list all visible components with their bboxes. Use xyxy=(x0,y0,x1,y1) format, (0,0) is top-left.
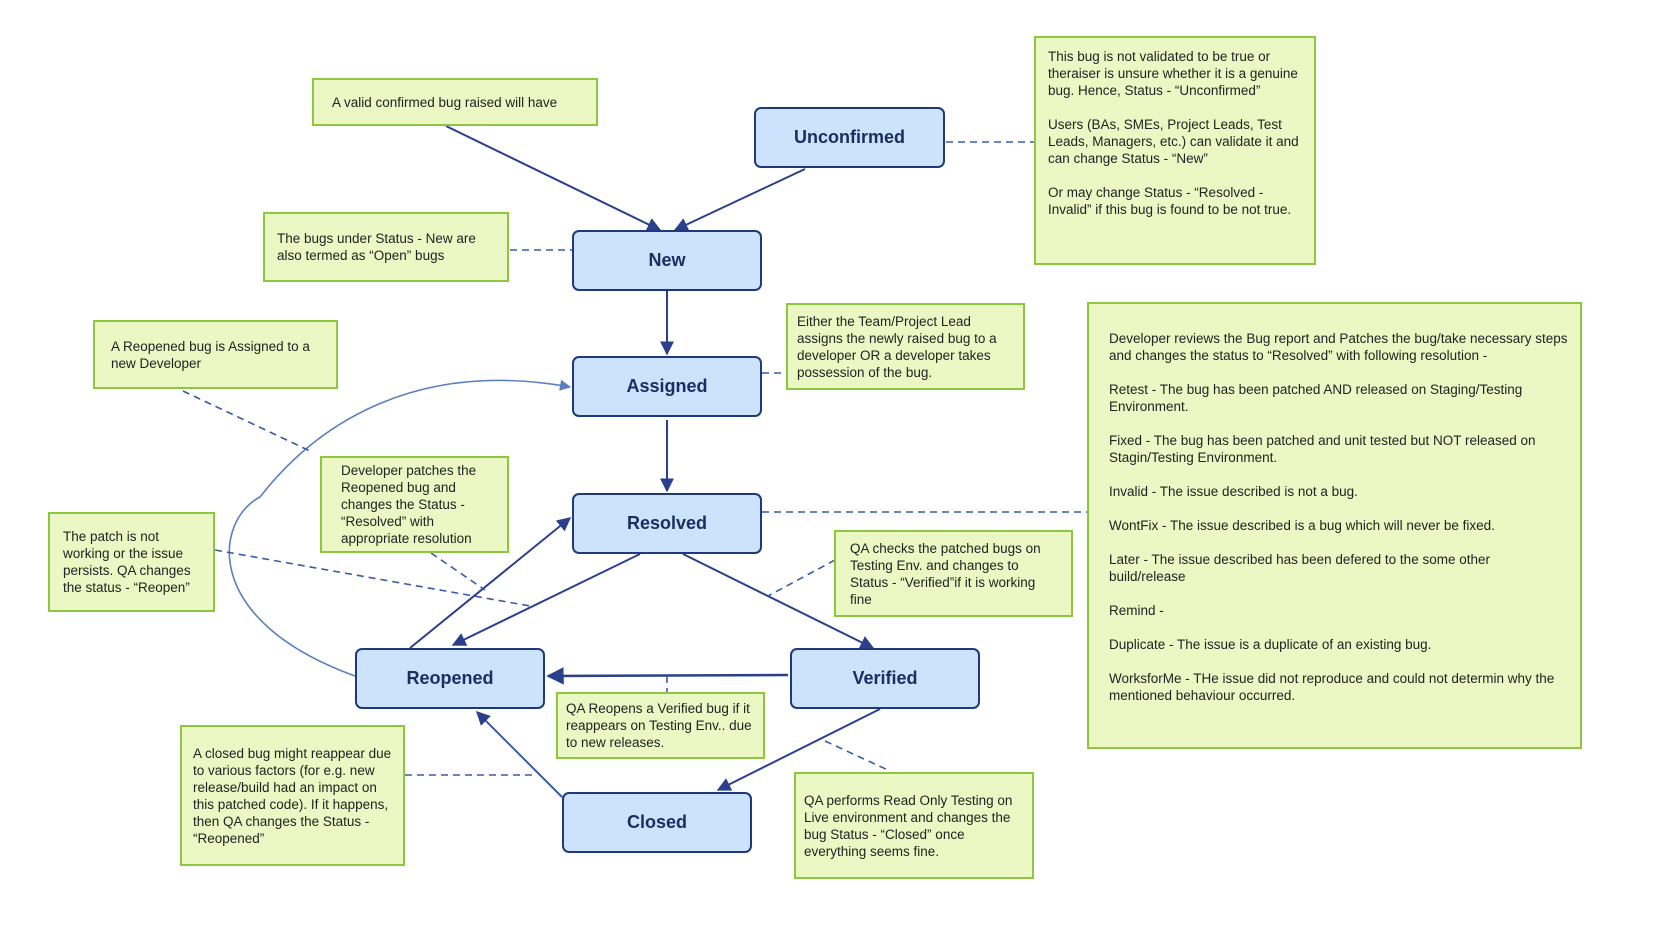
note-developer-patches: Developer patches the Reopened bug and c… xyxy=(320,456,509,553)
note-unconfirmed-p3: Or may change Status - “Resolved - Inval… xyxy=(1048,185,1292,217)
note-resolution-later: Later - The issue described has been def… xyxy=(1109,552,1490,584)
note-resolution-intro: Developer reviews the Bug report and Pat… xyxy=(1109,331,1568,363)
note-new-open-text: The bugs under Status - New are also ter… xyxy=(277,231,476,263)
state-resolved: Resolved xyxy=(572,493,762,554)
arrow-verified-to-reopened xyxy=(546,667,789,685)
dash-qa-read-only-note xyxy=(824,740,891,772)
arrow-resolved-to-verified xyxy=(682,553,875,649)
note-qa-read-only: QA performs Read Only Testing on Live en… xyxy=(794,772,1034,879)
dash-qa-checks-note xyxy=(767,559,836,597)
arrow-reopened-to-resolved xyxy=(409,517,572,649)
note-reopened-assigned-text: A Reopened bug is Assigned to a new Deve… xyxy=(111,338,310,371)
note-resolution-duplicate: Duplicate - The issue is a duplicate of … xyxy=(1109,637,1432,652)
note-qa-checks-text: QA checks the patched bugs on Testing En… xyxy=(850,540,1041,607)
note-resolution-fixed: Fixed - The bug has been patched and uni… xyxy=(1109,433,1536,465)
note-assigned-text: Either the Team/Project Lead assigns the… xyxy=(797,313,997,380)
note-closed-reappear-text: A closed bug might reappear due to vario… xyxy=(193,745,392,846)
arrow-valid-to-new xyxy=(445,125,662,231)
state-verified: Verified xyxy=(790,648,980,709)
note-assigned: Either the Team/Project Lead assigns the… xyxy=(786,303,1025,390)
arrow-resolved-to-reopened xyxy=(451,553,641,646)
state-reopened: Reopened xyxy=(355,648,545,709)
dash-patch-not-working-note xyxy=(214,549,531,607)
note-resolution-worksforme: WorksforMe - THe issue did not reproduce… xyxy=(1109,671,1555,703)
note-resolution-remind: Remind - xyxy=(1109,603,1164,618)
note-qa-read-only-text: QA performs Read Only Testing on Live en… xyxy=(804,792,1013,859)
note-qa-checks: QA checks the patched bugs on Testing En… xyxy=(834,530,1073,617)
arrow-reopened-to-assigned xyxy=(228,379,572,677)
note-patch-not-working-text: The patch is not working or the issue pe… xyxy=(63,529,191,595)
arrow-verified-to-closed xyxy=(716,708,881,791)
note-resolution-invalid: Invalid - The issue described is not a b… xyxy=(1109,484,1358,499)
state-unconfirmed: Unconfirmed xyxy=(754,107,945,168)
state-assigned: Assigned xyxy=(572,356,762,417)
note-patch-not-working: The patch is not working or the issue pe… xyxy=(48,512,215,612)
note-developer-patches-text: Developer patches the Reopened bug and c… xyxy=(341,463,477,546)
note-new-open: The bugs under Status - New are also ter… xyxy=(263,212,509,282)
note-unconfirmed-p2: Users (BAs, SMEs, Project Leads, Test Le… xyxy=(1048,117,1299,166)
dash-developer-patches-note xyxy=(430,552,486,591)
state-closed: Closed xyxy=(562,792,752,853)
note-resolution-retest: Retest - The bug has been patched AND re… xyxy=(1109,382,1523,414)
arrow-unconfirmed-to-new xyxy=(673,168,806,231)
note-unconfirmed: This bug is not validated to be true or … xyxy=(1034,36,1316,265)
note-qa-reopens: QA Reopens a Verified bug if it reappear… xyxy=(556,692,765,759)
note-unconfirmed-p1: This bug is not validated to be true or … xyxy=(1048,49,1298,98)
note-valid-bug-text: A valid confirmed bug raised will have xyxy=(332,94,558,110)
arrow-closed-to-reopened xyxy=(476,711,563,798)
note-reopened-assigned: A Reopened bug is Assigned to a new Deve… xyxy=(93,320,338,389)
note-valid-bug: A valid confirmed bug raised will have xyxy=(312,78,598,126)
note-resolution: Developer reviews the Bug report and Pat… xyxy=(1087,302,1582,749)
note-closed-reappear: A closed bug might reappear due to vario… xyxy=(180,725,405,866)
note-resolution-wontfix: WontFix - The issue described is a bug w… xyxy=(1109,518,1495,533)
dash-reopened-assigned-note xyxy=(182,390,311,452)
state-new: New xyxy=(572,230,762,291)
note-qa-reopens-text: QA Reopens a Verified bug if it reappear… xyxy=(566,701,752,750)
